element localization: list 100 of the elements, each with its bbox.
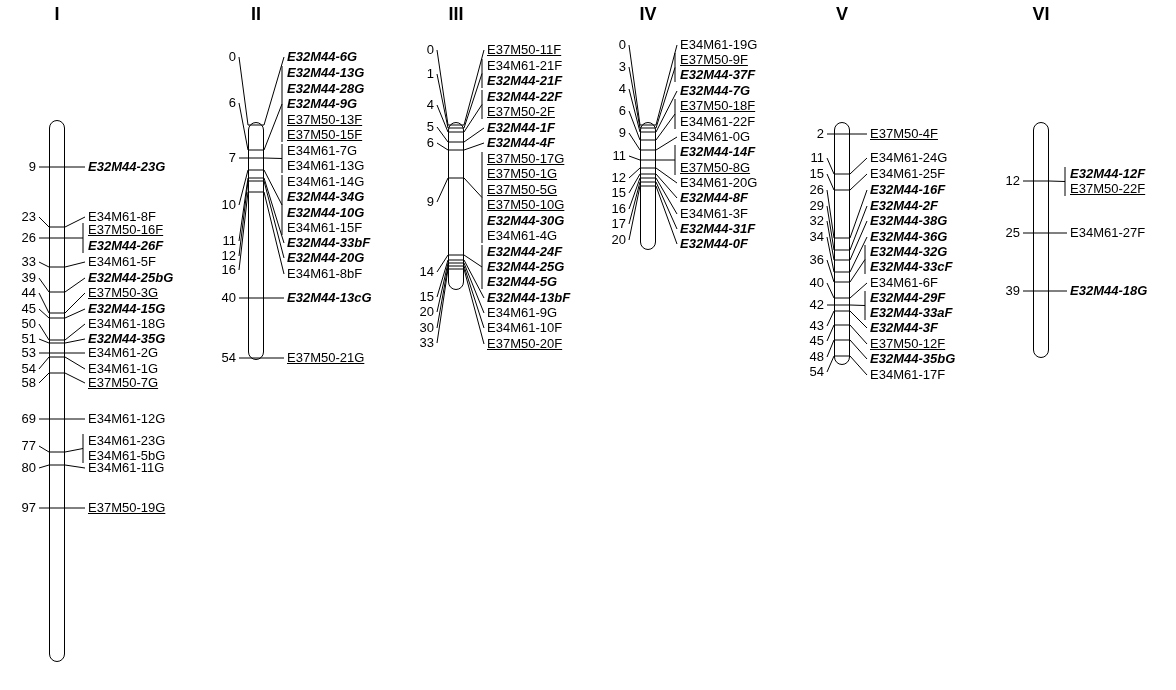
marker-name: E37M50-7G (88, 375, 159, 390)
marker-name: E32M44-0F (680, 236, 748, 251)
marker-name: E32M44-23G (88, 159, 166, 174)
marker-name: E32M44-3F (870, 320, 938, 335)
map-position: 53 (21, 345, 36, 360)
map-position: 33 (21, 254, 36, 269)
marker-name: E34M61-11G (88, 460, 165, 475)
marker-name: E32M44-16F (870, 182, 946, 197)
marker-name: E37M50-10G (487, 197, 565, 212)
marker-name: E37M50-13F (287, 112, 363, 127)
marker-name: E37M50-9F (680, 52, 748, 67)
marker-name: E34M61-19G (680, 37, 758, 52)
marker-name: E37M50-1G (487, 166, 558, 181)
marker-name: E34M61-6F (870, 275, 938, 290)
map-position: 48 (809, 349, 824, 364)
marker-name: E34M61-14G (287, 174, 365, 189)
marker-name: E37M50-18F (680, 98, 756, 113)
map-position: 44 (21, 285, 36, 300)
map-position: 6 (618, 103, 626, 118)
marker-name: E34M61-13G (287, 158, 365, 173)
map-position: 12 (1005, 173, 1020, 188)
map-position: 26 (21, 230, 36, 245)
marker-name: E37M50-4F (870, 126, 938, 141)
map-position: 43 (809, 318, 824, 333)
marker-name: E34M61-15F (287, 220, 363, 235)
marker-name: E32M44-34G (287, 189, 365, 204)
map-position: 1 (426, 66, 434, 81)
marker-name: E34M61-0G (680, 129, 751, 144)
marker-name: E32M44-30G (487, 213, 565, 228)
marker-name: E32M44-35bG (870, 351, 956, 366)
map-position: 2 (816, 126, 824, 141)
chromosome-label: VI (1031, 4, 1051, 25)
marker-name: E32M44-20G (287, 250, 365, 265)
marker-name: E32M44-14F (680, 144, 756, 159)
marker-name: E32M44-33aF (870, 305, 953, 320)
marker-name: E37M50-5G (487, 182, 558, 197)
map-position: 15 (611, 185, 626, 200)
map-position: 10 (221, 197, 236, 212)
marker-name: E32M44-21F (487, 73, 563, 88)
marker-name: E32M44-13G (287, 65, 365, 80)
marker-name: E34M61-20G (680, 175, 758, 190)
marker-name: E34M61-21F (487, 58, 563, 73)
map-position: 32 (809, 213, 824, 228)
marker-name: E32M44-10G (287, 205, 365, 220)
map-position: 34 (809, 229, 824, 244)
map-position: 15 (419, 289, 434, 304)
marker-name: E37M50-2F (487, 104, 555, 119)
map-position: 54 (221, 350, 236, 365)
map-position: 7 (228, 150, 236, 165)
marker-name: E34M61-4G (487, 228, 558, 243)
map-position: 58 (21, 375, 36, 390)
map-position: 97 (21, 500, 36, 515)
map-position: 54 (809, 364, 824, 379)
map-position: 23 (21, 209, 36, 224)
marker-name: E32M44-6G (287, 49, 358, 64)
marker-name: E32M44-18G (1070, 283, 1148, 298)
map-position: 12 (611, 170, 626, 185)
marker-name: E32M44-32G (870, 244, 948, 259)
map-position: 51 (21, 331, 36, 346)
map-position: 36 (809, 252, 824, 267)
marker-name: E37M50-19G (88, 500, 166, 515)
marker-name: E32M44-25G (487, 259, 565, 274)
marker-name: E32M44-33cF (870, 259, 953, 274)
map-position: 12 (221, 248, 236, 263)
marker-name: E37M50-12F (870, 336, 946, 351)
marker-name: E32M44-13cG (287, 290, 372, 305)
marker-name: E37M50-11F (487, 42, 562, 57)
marker-name: E32M44-36G (870, 229, 948, 244)
map-position: 50 (21, 316, 36, 331)
marker-name: E34M61-8bF (287, 266, 363, 281)
marker-name: E37M50-16F (88, 222, 164, 237)
marker-name: E34M61-1G (88, 361, 159, 376)
marker-name: E34M61-5F (88, 254, 156, 269)
map-position: 45 (21, 301, 36, 316)
map-position: 39 (21, 270, 36, 285)
marker-name: E34M61-7G (287, 143, 358, 158)
marker-name: E34M61-2G (88, 345, 159, 360)
map-position: 26 (809, 182, 824, 197)
map-position: 20 (419, 304, 434, 319)
map-position: 9 (426, 194, 434, 209)
marker-name: E32M44-29F (870, 290, 946, 305)
map-position: 16 (221, 262, 236, 277)
marker-name: E37M50-22F (1070, 181, 1146, 196)
map-position: 11 (222, 233, 236, 248)
marker-name: E34M61-27F (1070, 225, 1146, 240)
map-position: 17 (611, 216, 626, 231)
marker-name: E37M50-21G (287, 350, 365, 365)
map-position: 11 (612, 148, 626, 163)
marker-name: E34M61-10F (487, 320, 563, 335)
marker-name: E32M44-24F (487, 244, 563, 259)
marker-name: E32M44-26F (88, 238, 164, 253)
chromosome-label: II (250, 4, 262, 25)
marker-name: E34M61-12G (88, 411, 166, 426)
map-position: 9 (618, 125, 626, 140)
map-position: 77 (21, 438, 36, 453)
marker-name: E32M44-22F (487, 89, 563, 104)
map-position: 39 (1005, 283, 1020, 298)
map-position: 9 (28, 159, 36, 174)
map-position: 6 (228, 95, 236, 110)
marker-name: E32M44-12F (1070, 166, 1146, 181)
